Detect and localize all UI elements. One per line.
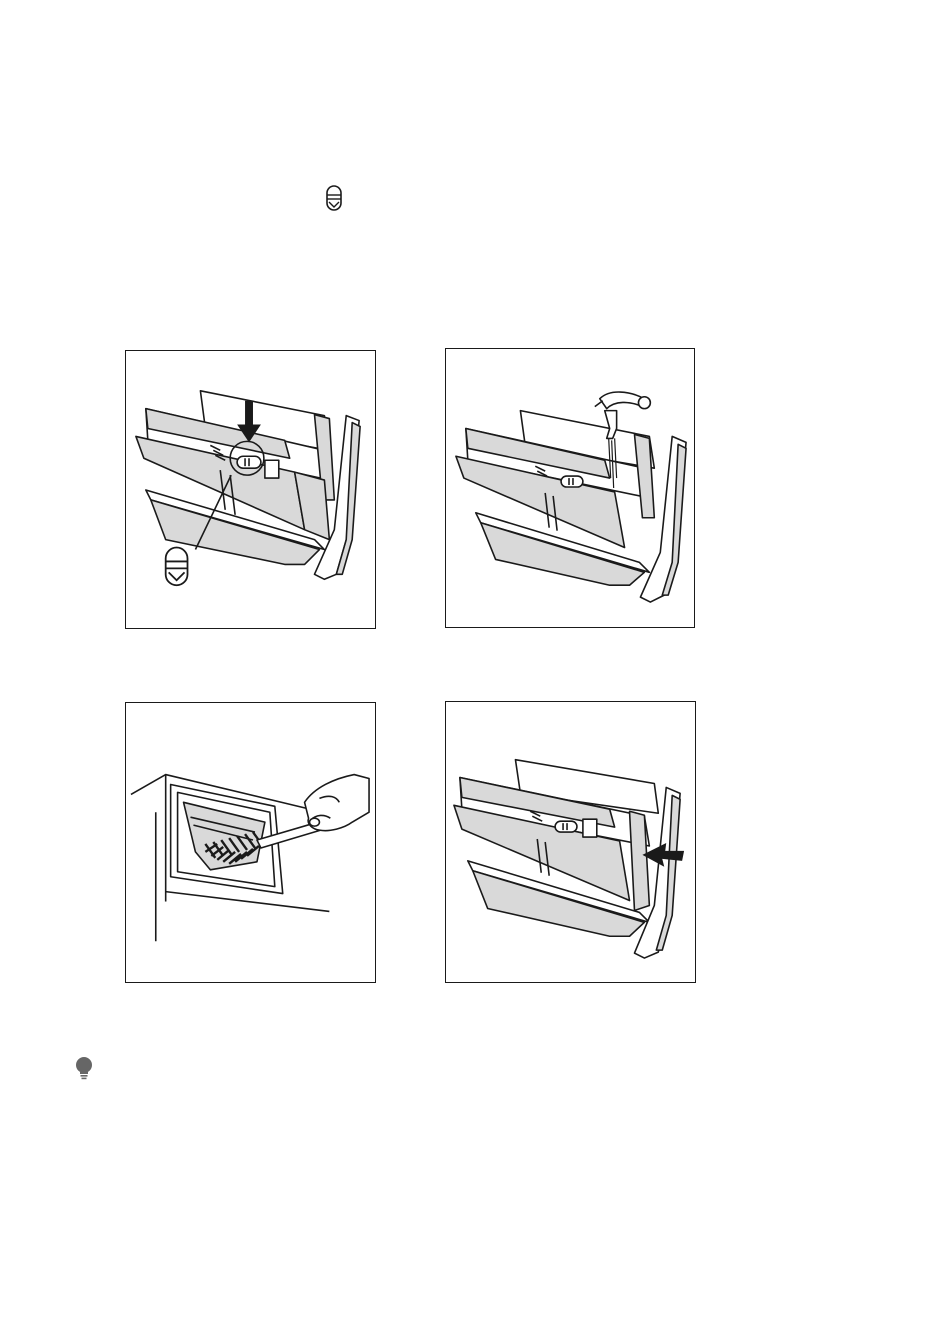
figure-release-drawer xyxy=(125,350,376,629)
drawer-illustration xyxy=(126,351,375,628)
brush-cleaning-illustration xyxy=(126,703,375,982)
figure-brush-recess xyxy=(125,702,376,983)
figure-reinsert-drawer xyxy=(445,701,696,983)
drawer-reinsert-illustration xyxy=(446,702,695,982)
drawer-under-tap-illustration xyxy=(446,349,694,627)
drawer-release-icon xyxy=(323,183,345,213)
figure-rinse-under-tap xyxy=(445,348,695,628)
lightbulb-icon xyxy=(73,1056,95,1080)
drawer-release-icon xyxy=(166,548,188,586)
